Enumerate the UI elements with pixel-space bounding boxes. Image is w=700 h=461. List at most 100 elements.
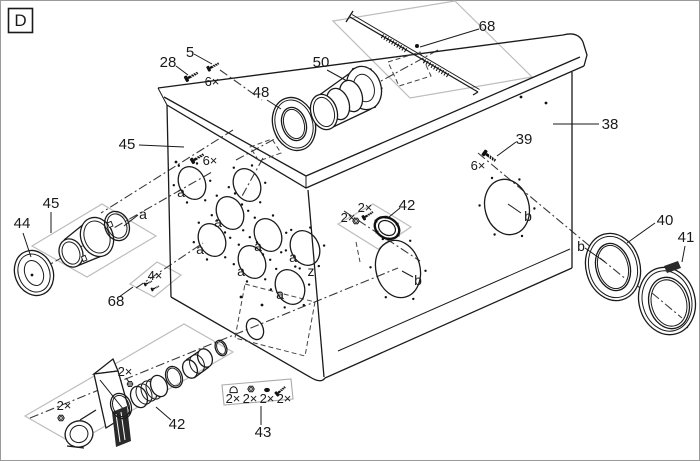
leader-41 xyxy=(681,245,686,263)
part-40-flange xyxy=(584,232,642,302)
screw-hole-dot xyxy=(232,263,235,266)
callout-42-mid: 42 xyxy=(399,197,416,214)
screw-hole-dot xyxy=(185,201,189,204)
callout-48: 48 xyxy=(253,84,270,101)
centerline-42-mid xyxy=(343,210,421,262)
screw-hole-dot xyxy=(247,209,250,212)
view-label: D xyxy=(14,11,26,30)
screw-hole-dot xyxy=(424,269,427,272)
leader-lines xyxy=(22,28,686,425)
screw-hole-dot xyxy=(269,288,273,291)
centerline-lid-hole xyxy=(240,157,264,199)
callout-39: 39 xyxy=(516,131,533,148)
qty-4x: 4× xyxy=(148,268,163,283)
screw-hole-dot xyxy=(177,164,180,167)
leader-45-top xyxy=(138,144,185,148)
view-label-box: D xyxy=(7,7,34,34)
screw-hole-dot xyxy=(518,178,521,181)
qty-2x: 2× xyxy=(358,200,373,215)
screw-hole-dot xyxy=(253,216,256,219)
part-50-pipe xyxy=(309,65,383,131)
washer xyxy=(264,387,270,393)
hole-a xyxy=(177,165,207,201)
part-44-cap xyxy=(13,249,55,297)
hole-label-a: a xyxy=(139,206,147,222)
panel-43-hardware xyxy=(221,378,294,406)
screw-hole-dot xyxy=(275,267,278,271)
leader-a-oring xyxy=(123,214,139,227)
screw-hole-dot xyxy=(294,265,297,268)
leader-50 xyxy=(326,69,348,82)
screw-hole-dot xyxy=(205,258,209,261)
screw-hole-dot xyxy=(298,267,301,270)
screw-hole-dot xyxy=(195,162,199,165)
hole-label-a: a xyxy=(177,184,185,200)
screw-hole-dot xyxy=(261,253,265,256)
panel-68-rod xyxy=(331,0,534,99)
panel-68-screws xyxy=(128,261,183,298)
callout-40: 40 xyxy=(657,212,674,229)
screw-hole-dot xyxy=(271,214,275,217)
callout-68-bottom: 68 xyxy=(108,293,125,310)
screw-hole-dot xyxy=(223,231,227,234)
hole-label-a: a xyxy=(289,249,297,265)
screw-hole-dot xyxy=(224,256,227,259)
screw-hole-dot xyxy=(215,219,219,222)
hole-label-z: z xyxy=(308,263,315,279)
panel-42-mid xyxy=(336,203,413,250)
box-left-edge xyxy=(166,104,172,298)
part-42-outlet-assembly xyxy=(57,339,228,449)
screw-hole-dot xyxy=(322,244,326,247)
hole-a xyxy=(253,217,283,253)
callout-44: 44 xyxy=(14,215,31,232)
callout-38: 38 xyxy=(602,116,619,133)
box-base-line xyxy=(337,248,571,352)
screw-hole-dot xyxy=(384,296,387,299)
part-43-hardware xyxy=(229,383,289,399)
screw-hole-dot xyxy=(227,186,230,189)
centerline-42-bottom xyxy=(29,267,399,419)
hole-label-a: a xyxy=(196,241,204,257)
holes-b xyxy=(374,178,531,299)
screw-hole-dot xyxy=(280,251,283,254)
leader-28 xyxy=(175,65,189,76)
qty-2x: 2× xyxy=(341,210,356,225)
box-bottom-edge xyxy=(170,267,573,382)
rod-hook xyxy=(345,10,354,23)
hole-a xyxy=(274,268,306,306)
screw-hole-dot xyxy=(285,231,288,234)
callout-50: 50 xyxy=(313,54,330,71)
leader-dot xyxy=(415,44,419,48)
hole-small xyxy=(245,317,265,341)
hole-label-a: a xyxy=(254,238,262,254)
screw-hole-dot xyxy=(209,179,212,182)
cover-clip xyxy=(664,261,681,273)
callout-41: 41 xyxy=(678,229,695,246)
rivet-dots xyxy=(174,95,548,307)
rim-left-cap xyxy=(157,87,168,106)
centerline-overlay-41 xyxy=(651,292,683,319)
leader-b1 xyxy=(507,203,522,214)
bracket-nut xyxy=(57,414,65,422)
hole-a xyxy=(197,222,227,258)
leader-42-bottom xyxy=(155,406,172,421)
centerline-screws-5-28 xyxy=(219,69,263,101)
screw-hole-dot xyxy=(250,164,254,167)
box-corner-edge xyxy=(307,189,325,378)
hole-a xyxy=(215,195,245,231)
qty-2x: 2× xyxy=(226,391,241,406)
hole-label-a: a xyxy=(214,214,222,230)
callout-45-left: 45 xyxy=(43,195,60,212)
screw-hole-dot xyxy=(229,236,232,239)
qty-2x: 2× xyxy=(57,398,72,413)
qty-6x: 6× xyxy=(471,158,486,173)
hole-label-b: b xyxy=(414,272,422,288)
screw-hole-dot xyxy=(172,184,175,187)
screw-hole-dot xyxy=(192,241,195,244)
part-68-rod xyxy=(345,10,480,96)
screw-hole-dot xyxy=(264,181,267,184)
qty-2x: 2× xyxy=(277,391,292,406)
hole-b xyxy=(374,239,422,299)
screw-hole-dot xyxy=(210,214,213,217)
